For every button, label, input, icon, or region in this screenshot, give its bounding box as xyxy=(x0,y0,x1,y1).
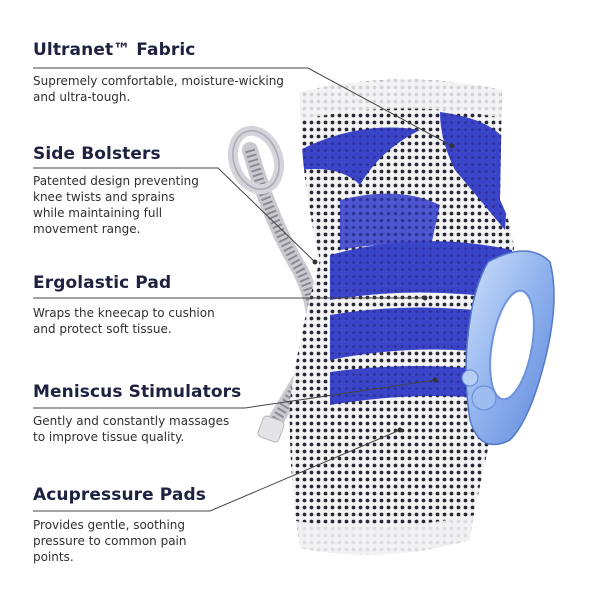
knee-sleeve xyxy=(289,79,515,555)
feature-title-acupressure-pads: Acupressure Pads xyxy=(33,485,206,505)
desc-line: points. xyxy=(33,550,74,564)
feature-desc-side-bolsters: Patented design preventing knee twists a… xyxy=(33,173,199,237)
desc-line: Wraps the kneecap to cushion xyxy=(33,306,215,320)
ergolastic-pad xyxy=(461,250,555,446)
desc-line: knee twists and sprains xyxy=(33,190,175,204)
desc-line: and ultra-tough. xyxy=(33,90,131,104)
desc-line: Patented design preventing xyxy=(33,174,199,188)
feature-desc-ultranet: Supremely comfortable, moisture-wicking … xyxy=(33,73,284,105)
leader-dots xyxy=(312,143,455,433)
desc-line: and protect soft tissue. xyxy=(33,322,172,336)
feature-title-meniscus-stimulators: Meniscus Stimulators xyxy=(33,382,242,402)
desc-line: to improve tissue quality. xyxy=(33,430,185,444)
desc-line: while maintaining full xyxy=(33,206,163,220)
feature-title-side-bolsters: Side Bolsters xyxy=(33,144,161,164)
desc-line: movement range. xyxy=(33,222,141,236)
desc-line: Provides gentle, soothing xyxy=(33,518,185,532)
desc-line: Gently and constantly massages xyxy=(33,414,230,428)
feature-title-ergolastic-pad: Ergolastic Pad xyxy=(33,273,172,293)
feature-desc-acupressure-pads: Provides gentle, soothing pressure to co… xyxy=(33,517,187,565)
feature-desc-ergolastic-pad: Wraps the kneecap to cushion and protect… xyxy=(33,305,215,337)
desc-line: pressure to common pain xyxy=(33,534,187,548)
leader-lines xyxy=(33,67,453,512)
feature-desc-meniscus-stimulators: Gently and constantly massages to improv… xyxy=(33,413,229,445)
feature-title-ultranet: Ultranet™ Fabric xyxy=(33,40,196,60)
desc-line: Supremely comfortable, moisture-wicking xyxy=(33,74,284,88)
